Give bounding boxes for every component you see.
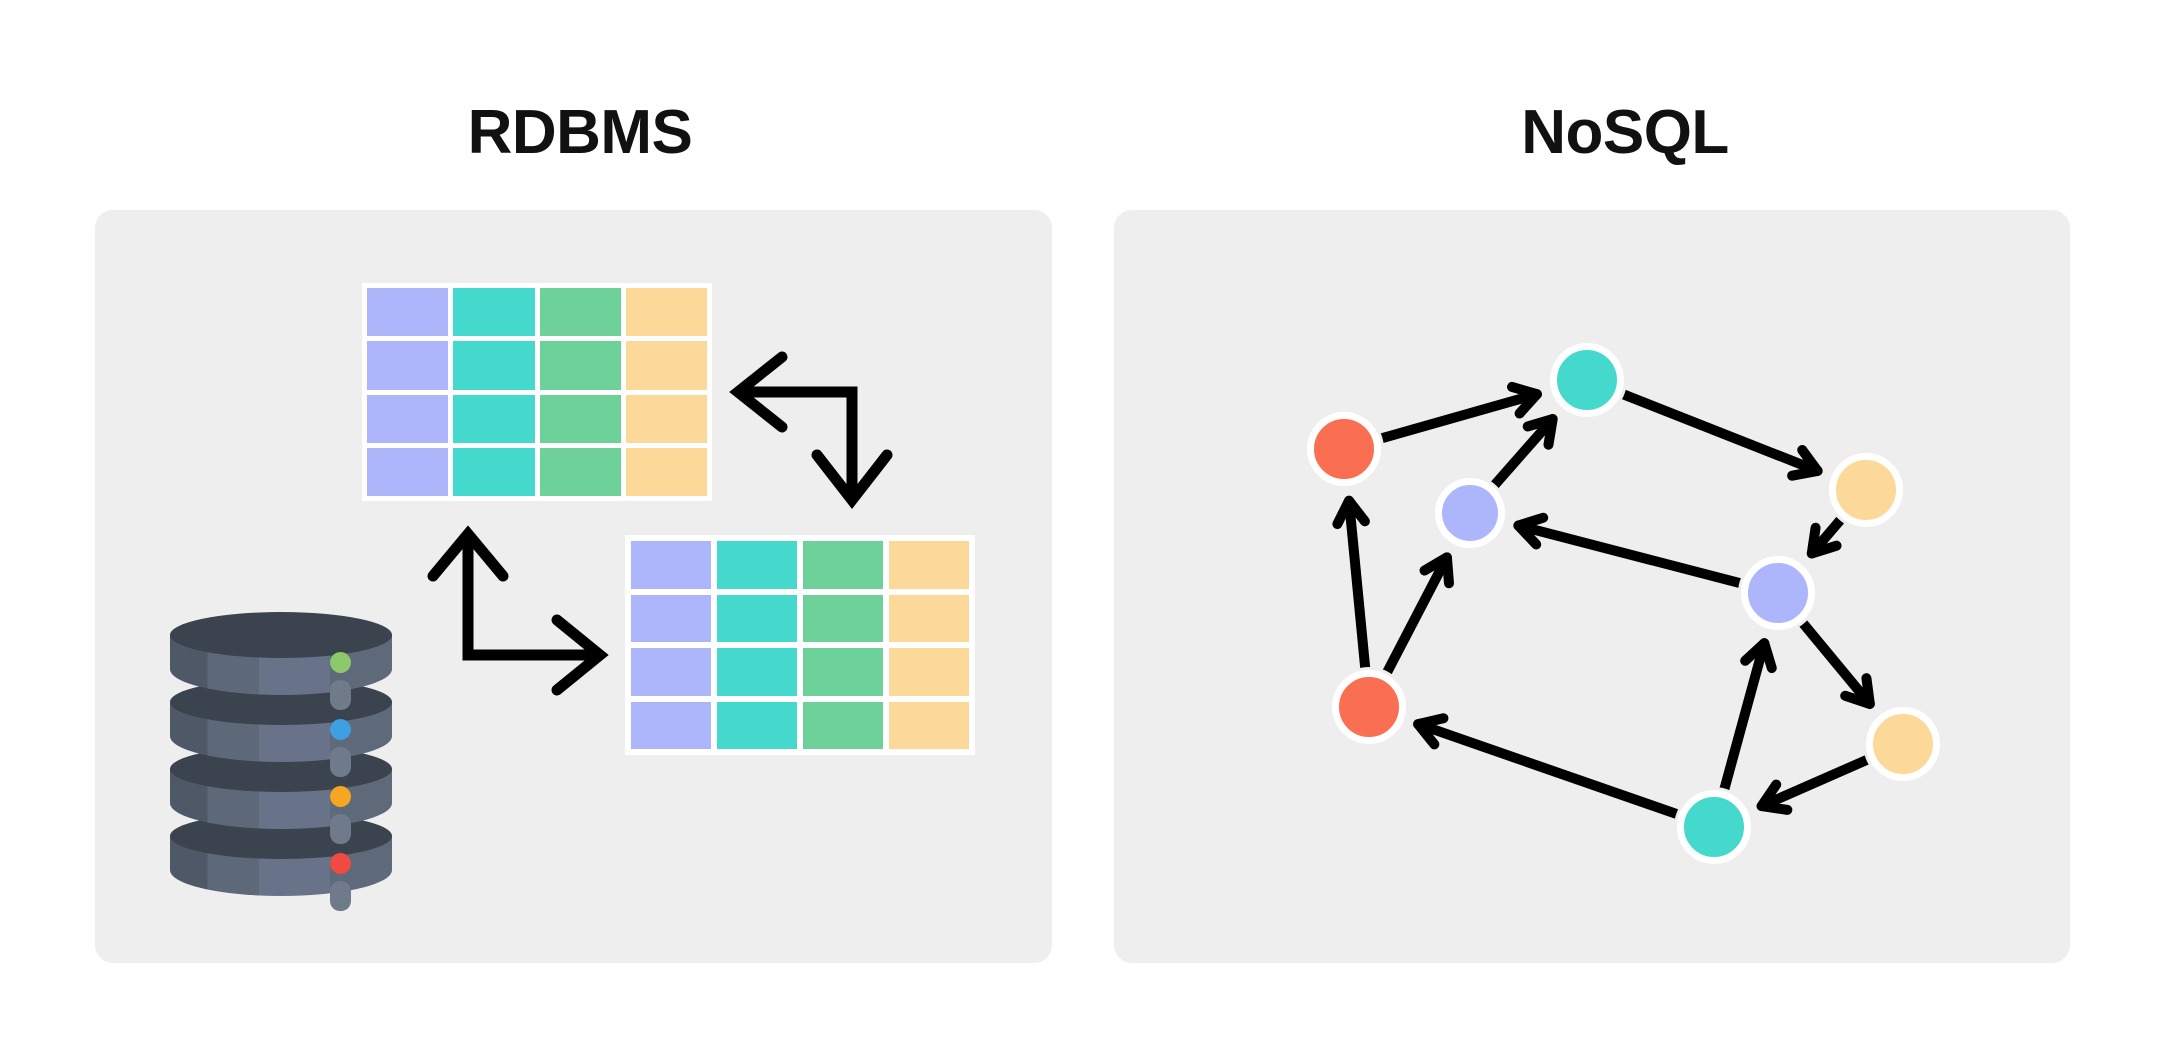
relational-table-one	[362, 283, 712, 501]
status-led-red	[330, 853, 351, 874]
graph-node-n7[interactable]	[1866, 707, 1940, 781]
table-cell	[717, 648, 797, 696]
graph-node-n2[interactable]	[1550, 343, 1624, 417]
disk-indicator-pill	[330, 881, 351, 911]
table-cell	[625, 288, 707, 337]
database-disk	[170, 612, 392, 718]
table-cell	[453, 341, 535, 390]
table-cell	[803, 701, 883, 749]
table-cell	[889, 594, 969, 642]
table-cell	[367, 341, 449, 390]
table-cell	[631, 648, 711, 696]
table-cell	[453, 447, 535, 496]
status-led-blue	[330, 719, 351, 740]
table-cell	[367, 394, 449, 443]
table-cell	[539, 447, 621, 496]
graph-node-n1[interactable]	[1307, 412, 1381, 486]
table-cell	[803, 648, 883, 696]
table-cell	[717, 594, 797, 642]
panel-title-rdbms: RDBMS	[467, 98, 693, 167]
table-cell	[625, 394, 707, 443]
graph-node-n5[interactable]	[1741, 556, 1815, 630]
table-cell	[453, 394, 535, 443]
disk-indicator-pill	[330, 814, 351, 844]
disk-indicator-pill	[330, 680, 351, 710]
table-cell	[453, 288, 535, 337]
table-cell	[803, 541, 883, 589]
table-cell	[539, 288, 621, 337]
table-cell	[717, 541, 797, 589]
graph-node-n3[interactable]	[1435, 478, 1505, 548]
table-cell	[625, 341, 707, 390]
database-cylinder-icon	[170, 612, 410, 912]
table-cell	[631, 594, 711, 642]
table-cell	[631, 541, 711, 589]
graph-node-n6[interactable]	[1332, 670, 1406, 744]
graph-node-n4[interactable]	[1829, 453, 1903, 527]
table-cell	[889, 648, 969, 696]
table-cell	[367, 288, 449, 337]
table-cell	[889, 541, 969, 589]
graph-node-n8[interactable]	[1677, 790, 1751, 864]
table-cell	[717, 701, 797, 749]
table-cell	[367, 447, 449, 496]
table-cell	[539, 394, 621, 443]
status-led-green	[330, 652, 351, 673]
disk-indicator-pill	[330, 747, 351, 777]
panel-title-nosql: NoSQL	[1521, 98, 1729, 167]
table-cell	[539, 341, 621, 390]
status-led-orange	[330, 786, 351, 807]
table-cell	[631, 701, 711, 749]
table-cell	[889, 701, 969, 749]
panel-nosql	[1114, 210, 2070, 963]
relational-table-two	[625, 535, 975, 755]
table-cell	[803, 594, 883, 642]
table-cell	[625, 447, 707, 496]
